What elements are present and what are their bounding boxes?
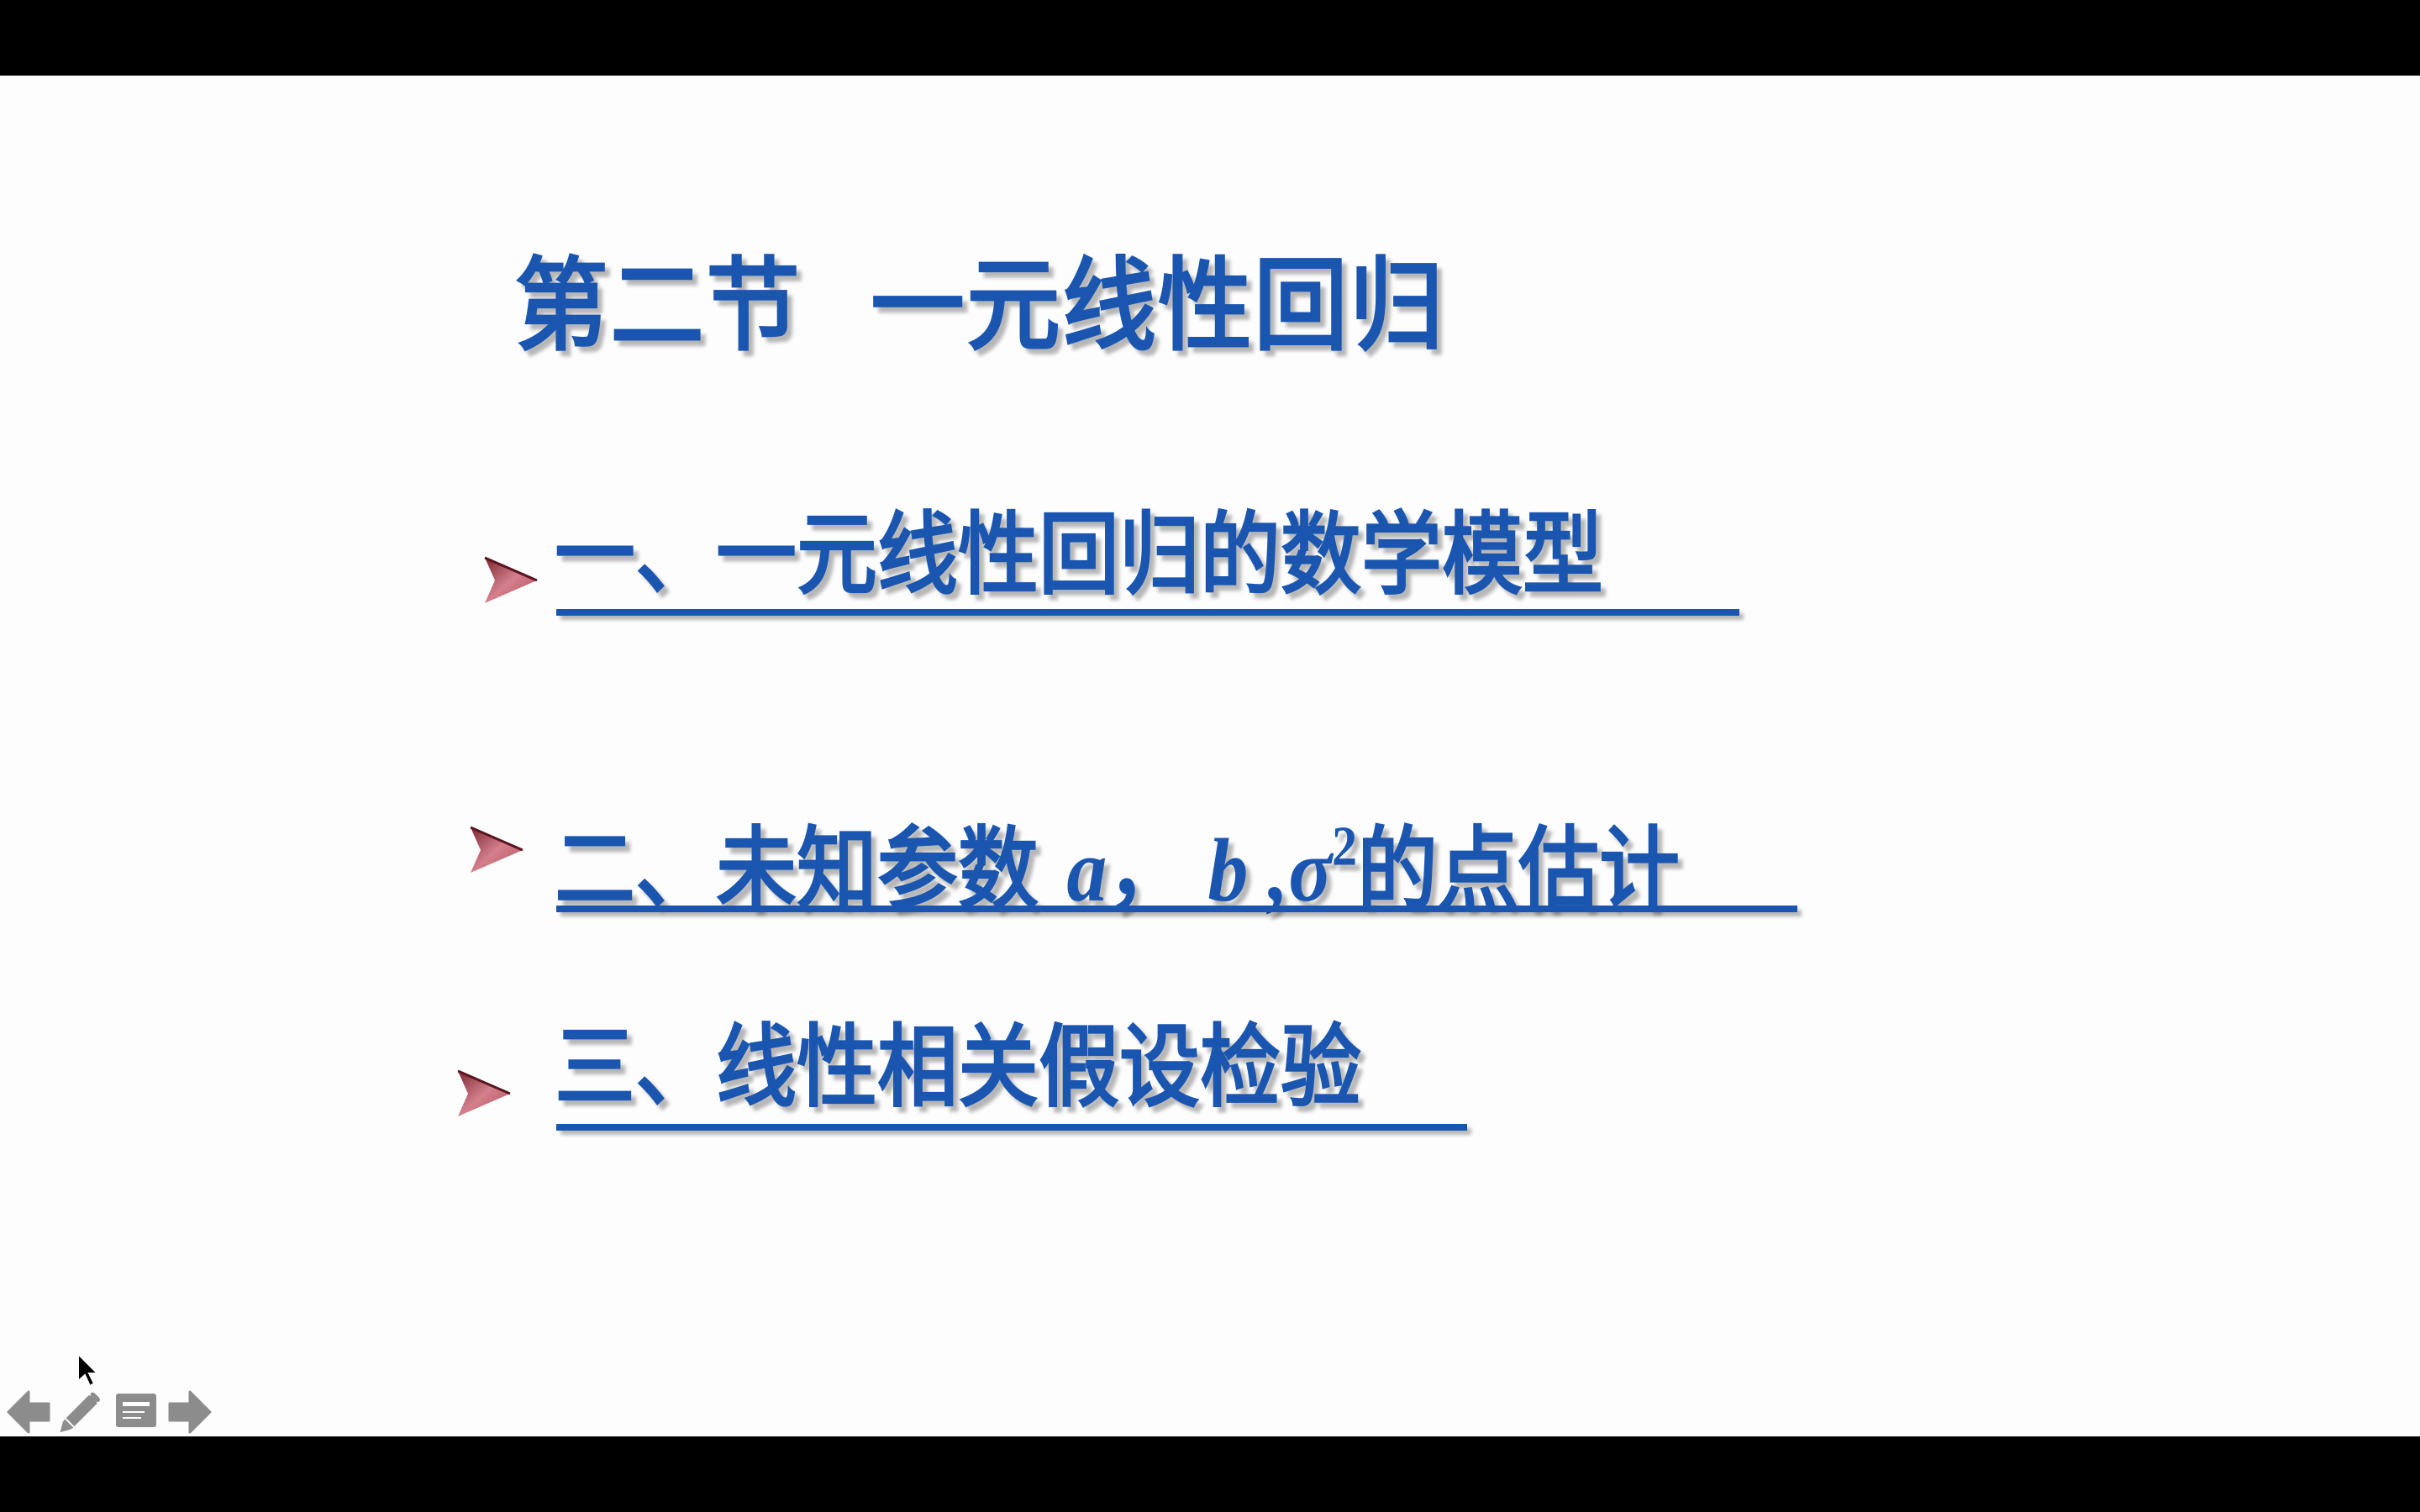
item-1-underline: [556, 609, 1739, 616]
notes-icon[interactable]: [114, 1389, 158, 1436]
arrow-bullet-icon: [484, 556, 538, 603]
next-slide-arrow-icon[interactable]: [168, 1389, 212, 1436]
item-2-prefix: 二、未知参数: [555, 816, 1067, 922]
item-2-separator-2: ,: [1248, 819, 1289, 921]
item-1-link[interactable]: 一、一元线性回归的数学模型: [555, 501, 1603, 608]
letterbox-bottom: [0, 1436, 2420, 1512]
item-3-underline: [556, 1124, 1467, 1131]
mouse-cursor-icon: [77, 1352, 100, 1388]
item-2-underline: [556, 906, 1797, 912]
superscript-2: 2: [1332, 815, 1358, 878]
presentation-toolbar: [0, 1389, 218, 1436]
arrow-bullet-icon: [470, 826, 523, 873]
previous-slide-arrow-icon[interactable]: [7, 1389, 50, 1436]
slide-title: 第二节 一元线性回归: [514, 248, 1445, 366]
arrow-bullet-icon: [457, 1069, 511, 1116]
item-2-separator-1: ，: [1107, 816, 1188, 922]
slide: 第二节 一元线性回归 一、一元线性回归的数学模型: [0, 76, 2420, 1436]
item-2-suffix: 的点估计: [1357, 816, 1681, 922]
item-3-link[interactable]: 三、线性相关假设检验: [555, 1014, 1361, 1121]
variable-b: b: [1187, 819, 1249, 921]
letterbox-top: [0, 0, 2420, 76]
item-2-link[interactable]: 二、未知参数 a， b ,σ2的点估计: [555, 795, 1680, 922]
pen-tool-icon[interactable]: [57, 1389, 106, 1436]
variable-sigma: σ: [1288, 819, 1333, 921]
variable-a: a: [1066, 819, 1107, 921]
